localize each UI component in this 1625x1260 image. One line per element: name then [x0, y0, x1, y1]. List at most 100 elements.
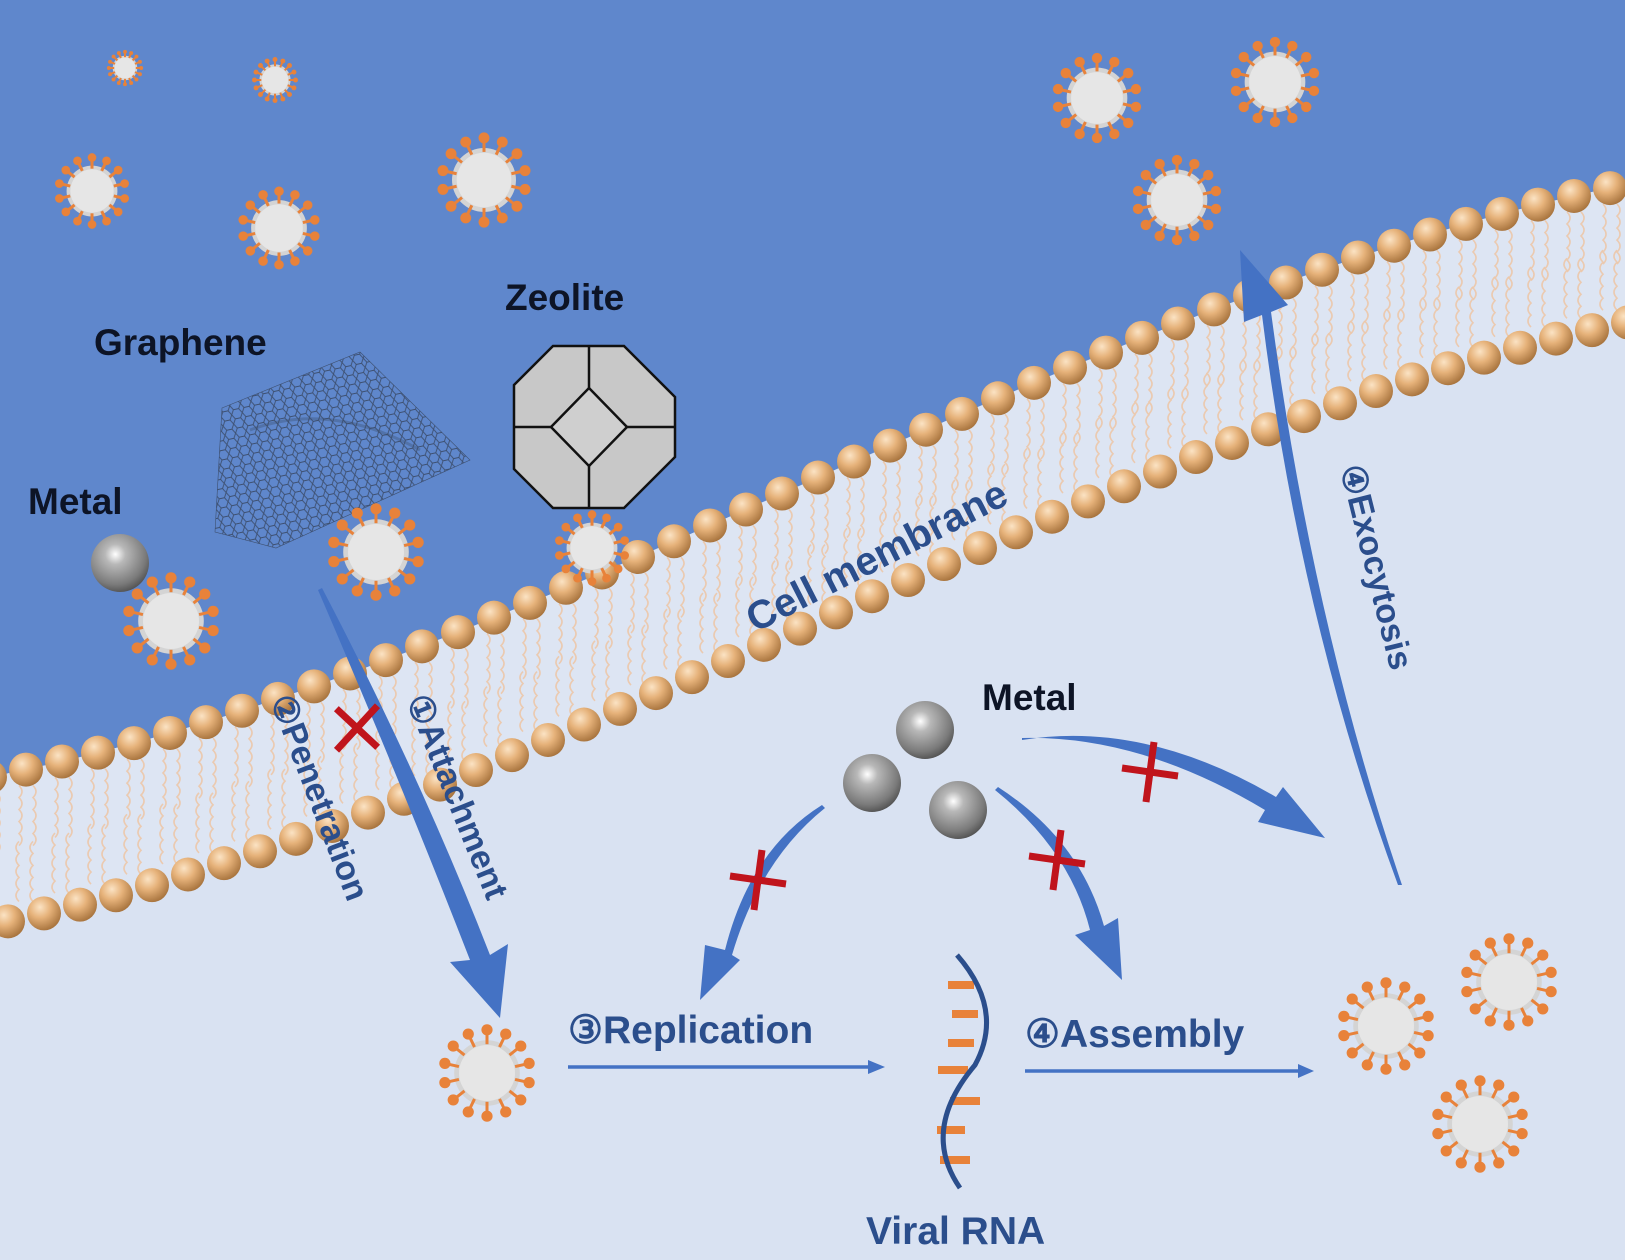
lipid-head: [1017, 365, 1051, 400]
lipid-head: [1557, 178, 1591, 213]
virus-particle-icon: [106, 49, 144, 87]
lipid-head: [1287, 399, 1321, 434]
lipid-head: [765, 476, 799, 511]
lipid-head: [783, 611, 817, 646]
lipid-head: [1611, 305, 1625, 340]
lipid-head: [1377, 228, 1411, 263]
lipid-head: [711, 644, 745, 679]
virus-particle-icon: [1230, 36, 1320, 128]
replication-label: ③Replication: [568, 1009, 813, 1052]
lipid-head: [45, 744, 79, 779]
lipid-head: [171, 857, 205, 892]
lipid-head: [1485, 196, 1519, 231]
lipid-head: [315, 808, 349, 843]
lipid-head: [1449, 206, 1483, 241]
lipid-head: [135, 868, 169, 903]
lipid-head: [981, 381, 1015, 416]
lipid-head: [819, 595, 853, 630]
virus-particle-icon: [437, 132, 531, 228]
lipid-head: [99, 878, 133, 913]
lipid-head: [495, 738, 529, 773]
lipid-head: [81, 735, 115, 770]
virus-particle-icon: [328, 503, 424, 601]
lipid-head: [567, 707, 601, 742]
zeolite-label: Zeolite: [505, 277, 624, 318]
metal-inside-label: Metal: [982, 677, 1077, 718]
assembly-label: ④Assembly: [1025, 1013, 1245, 1056]
lipid-head: [405, 629, 439, 664]
virus-particles: [55, 36, 1557, 1173]
lipid-head: [1359, 374, 1393, 409]
lipid-head: [1125, 320, 1159, 355]
lipid-head: [1269, 265, 1303, 300]
lipid-head: [1305, 252, 1339, 287]
virus-particle-icon: [252, 57, 298, 103]
blocked-x-icon: [729, 849, 787, 911]
lipid-head: [621, 539, 655, 574]
lipid-head: [1575, 313, 1609, 348]
lipid-head: [441, 615, 475, 650]
lipid-head: [279, 821, 313, 856]
metal-to-virions-arrow: [1022, 735, 1325, 838]
virus-particle-icon: [1432, 1075, 1528, 1173]
lipid-head: [801, 460, 835, 495]
blocked-x-icon: [1121, 741, 1179, 803]
lipid-head: [531, 722, 565, 757]
graphene-sheet-icon: [214, 351, 471, 549]
lipid-head: [639, 676, 673, 711]
lipid-head: [63, 887, 97, 922]
lipid-head: [513, 585, 547, 620]
virus-particle-icon: [1461, 933, 1557, 1031]
lipid-head: [459, 753, 493, 788]
lipid-head: [1215, 425, 1249, 460]
lipid-heads-inner-layer: [0, 305, 1625, 939]
lipid-head: [477, 600, 511, 635]
lipid-head: [837, 444, 871, 479]
lipid-head: [0, 904, 25, 939]
lipid-head: [1323, 386, 1357, 421]
lipid-head: [1395, 362, 1429, 397]
lipid-head: [1053, 350, 1087, 385]
lipid-head: [369, 643, 403, 678]
lipid-head: [729, 492, 763, 527]
lipid-head: [1251, 412, 1285, 447]
lipid-head: [1467, 340, 1501, 375]
lipid-head: [909, 412, 943, 447]
virus-particle-icon: [1052, 52, 1142, 144]
lipid-head: [117, 726, 151, 761]
virus-particle-icon: [238, 186, 320, 270]
lipid-head: [1161, 306, 1195, 341]
metal-nanoparticle-icon: [843, 754, 901, 812]
lipid-head: [1521, 187, 1555, 222]
metal-nanoparticle-icon: [91, 534, 149, 592]
membrane-interior: [0, 185, 1625, 923]
metal-nanoparticle-icon: [929, 781, 987, 839]
metal-outside-label: Metal: [28, 481, 123, 522]
lipid-head: [1143, 454, 1177, 489]
blocked-x-icon: [333, 703, 381, 753]
lipid-head: [1593, 171, 1625, 206]
lipid-head: [27, 896, 61, 931]
lipid-head: [657, 524, 691, 559]
lipid-head: [225, 693, 259, 728]
lipid-head: [1179, 440, 1213, 475]
lipid-head: [1503, 330, 1537, 365]
virus-particle-icon: [1132, 154, 1222, 246]
virus-particle-icon: [555, 510, 629, 586]
lipid-head: [999, 515, 1033, 550]
virus-particle-icon: [439, 1024, 535, 1122]
lipid-head: [189, 705, 223, 740]
viral-rna-label: Viral RNA: [866, 1210, 1045, 1253]
lipid-head: [747, 627, 781, 662]
blocked-x-icon: [1028, 829, 1086, 891]
lipid-head: [9, 752, 43, 787]
virus-particle-icon: [55, 153, 129, 229]
lipid-head: [1071, 484, 1105, 519]
graphene-label: Graphene: [94, 322, 267, 363]
lipid-head: [891, 563, 925, 598]
lipid-head: [351, 795, 385, 830]
lipid-head: [0, 763, 7, 791]
lipid-tails: [0, 203, 1621, 903]
